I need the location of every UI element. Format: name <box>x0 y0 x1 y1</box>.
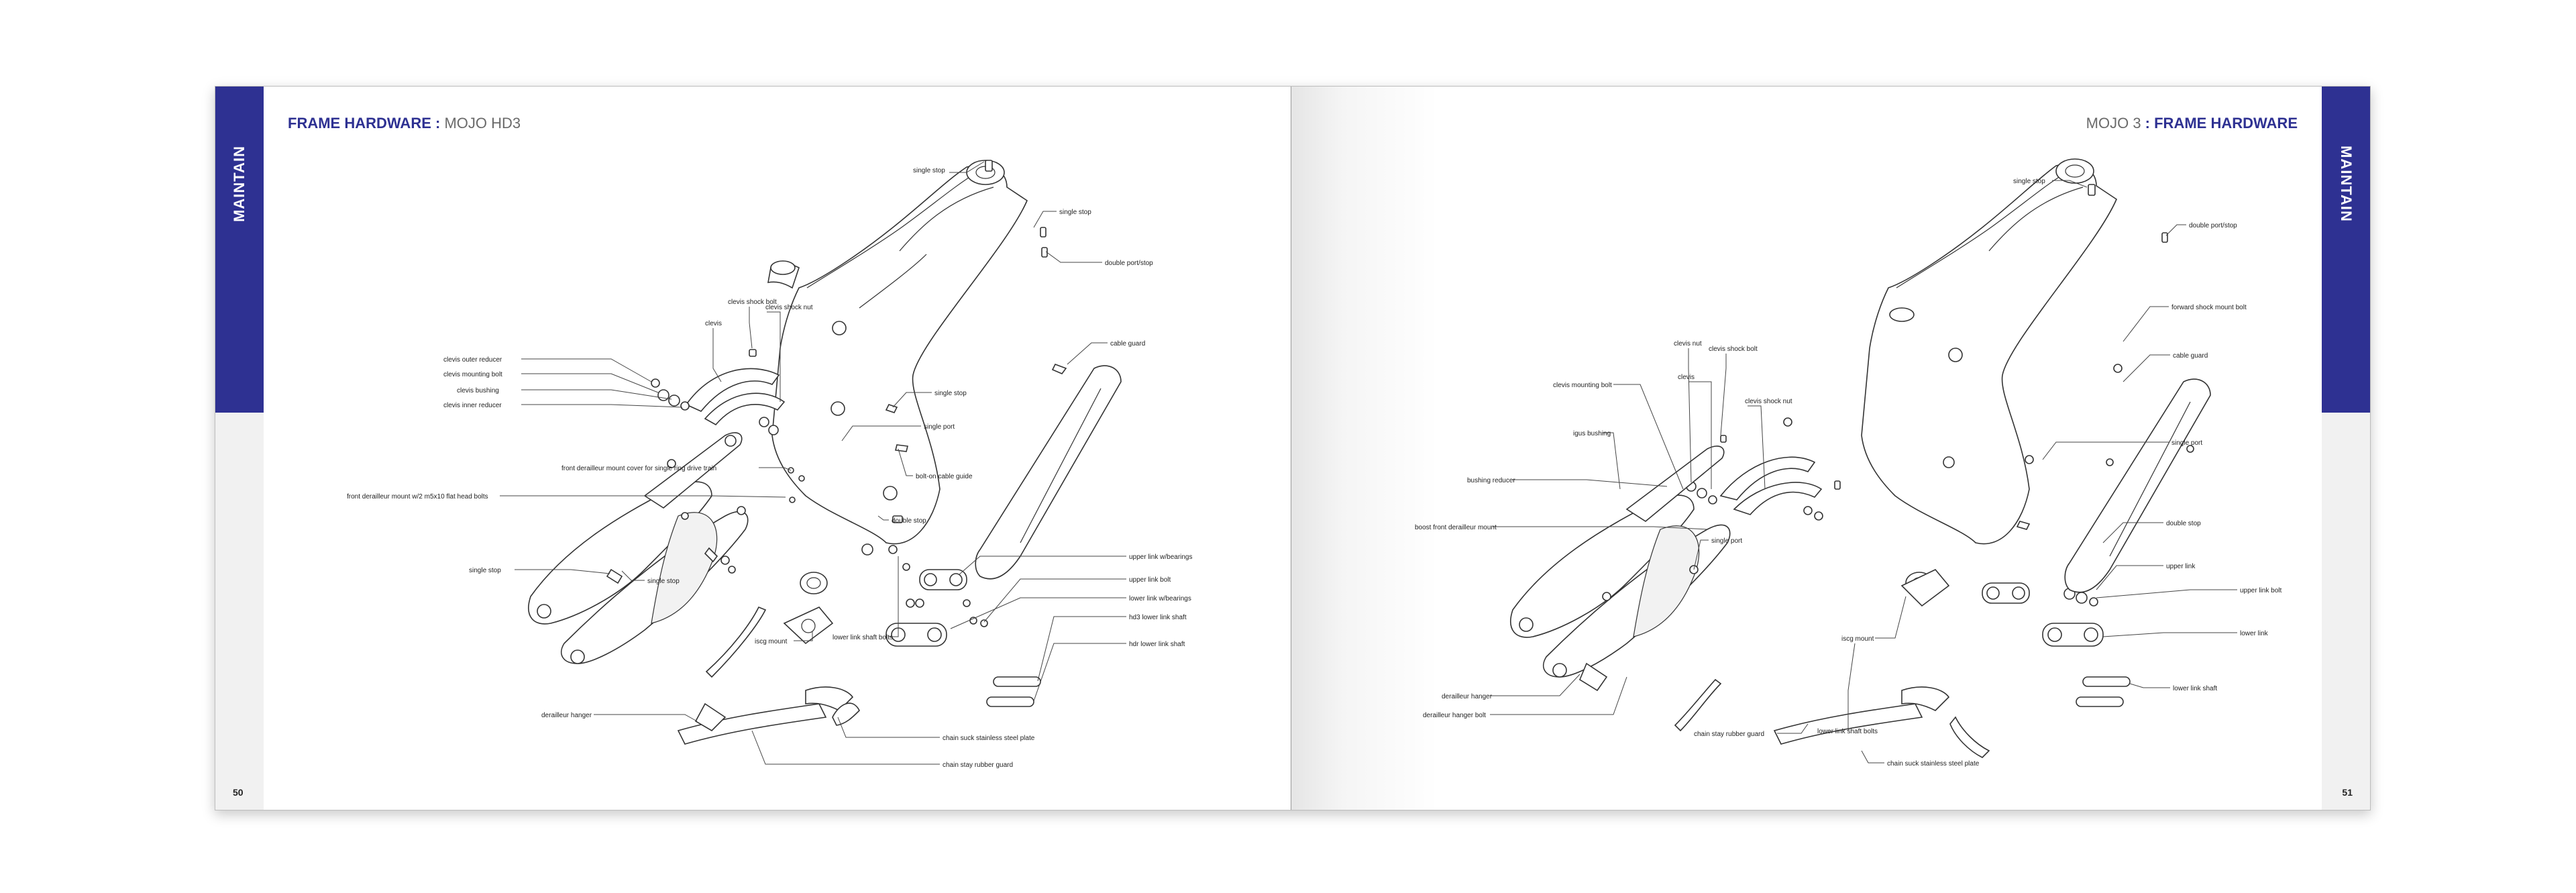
label-clevis-shock-bolt: clevis shock bolt <box>728 299 777 306</box>
label-double-stop: double stop <box>2166 520 2201 527</box>
left-clevis <box>651 349 805 503</box>
label-single-stop: single stop <box>913 167 945 174</box>
label-boost-front-derailleur-mount: boost front derailleur mount <box>1415 524 1497 531</box>
right-front-triangle <box>1861 158 2117 594</box>
right-rear-triangle <box>1510 445 1731 692</box>
label-bolt-on-cable-guide: bolt-on cable guide <box>916 473 973 480</box>
label-clevis-nut: clevis nut <box>1674 340 1702 348</box>
right-page-title: MOJO 3 : FRAME HARDWARE <box>2086 116 2298 131</box>
left-page-title: FRAME HARDWARE : MOJO HD3 <box>288 116 521 131</box>
right-title-light: MOJO 3 <box>2086 115 2141 132</box>
label-iscg-mount: iscg mount <box>755 638 788 645</box>
label-single-stop: single stop <box>934 390 967 397</box>
left-cable-guard <box>975 365 1122 580</box>
label-lower-link-shaft-bolts: lower link shaft bolts <box>833 634 893 641</box>
left-part-labels: single stop single stop double port/stop… <box>347 167 1193 769</box>
label-lower-link: lower link <box>2240 630 2269 637</box>
label-single-port: single port <box>2171 439 2202 447</box>
label-upper-link-bolt: upper link bolt <box>1129 576 1171 584</box>
label-clevis-bushing: clevis bushing <box>457 387 499 395</box>
right-title-strong: : FRAME HARDWARE <box>2141 115 2298 132</box>
label-clevis-shock-nut: clevis shock nut <box>765 304 813 311</box>
label-chain-suck-plate: chain suck stainless steel plate <box>1887 760 1980 768</box>
label-clevis: clevis <box>705 320 722 327</box>
label-upper-link-bolt: upper link bolt <box>2240 587 2282 594</box>
right-links <box>1900 569 2131 707</box>
right-part-labels: single stop double port/stop forward sho… <box>1415 178 2282 768</box>
left-chainstay-guard <box>677 606 860 745</box>
label-clevis-mounting-bolt: clevis mounting bolt <box>443 371 502 378</box>
label-bushing-reducer: bushing reducer <box>1467 477 1515 484</box>
label-single-stop: single stop <box>2013 178 2045 185</box>
label-double-stop: double stop <box>892 517 926 525</box>
left-page-number: 50 <box>233 787 244 798</box>
left-title-strong: FRAME HARDWARE : <box>288 115 441 132</box>
label-iscg-mount: iscg mount <box>1841 635 1874 643</box>
label-igus-bushing: igus bushing <box>1573 430 1611 437</box>
left-leader-lines <box>500 161 1126 765</box>
label-clevis-shock-bolt: clevis shock bolt <box>1709 346 1758 353</box>
label-double-port-stop: double port/stop <box>2189 222 2237 229</box>
label-hd3-lower-link-shaft: hd3 lower link shaft <box>1129 614 1187 621</box>
right-cable-guard <box>2064 378 2211 593</box>
label-clevis-inner-reducer: clevis inner reducer <box>443 402 502 409</box>
left-front-triangle <box>767 160 1028 594</box>
label-forward-shock-mount-bolt: forward shock mount bolt <box>2171 304 2247 311</box>
label-cable-guard: cable guard <box>1110 340 1145 348</box>
book-spread: MAINTAIN FRAME HARDWARE : MOJO HD3 <box>215 86 2371 810</box>
label-chain-stay-guard: chain stay rubber guard <box>943 761 1013 769</box>
label-single-stop: single stop <box>469 567 501 574</box>
right-small-parts <box>2016 184 2194 530</box>
label-hdr-lower-link-shaft: hdr lower link shaft <box>1129 641 1185 648</box>
label-lower-link-shaft: lower link shaft <box>2173 685 2217 692</box>
label-derailleur-hanger-bolt: derailleur hanger bolt <box>1423 712 1486 719</box>
label-front-derailleur-mount-cover: front derailleur mount cover for single … <box>561 465 716 472</box>
right-chainstay-guard <box>1674 678 1990 758</box>
left-tab-strip <box>215 413 264 810</box>
label-single-stop: single stop <box>1059 209 1091 216</box>
label-clevis-shock-nut: clevis shock nut <box>1745 398 1792 405</box>
right-page: MAINTAIN MOJO 3 : FRAME HARDWARE <box>1291 87 2370 810</box>
left-links <box>783 569 1041 707</box>
left-section-tab: MAINTAIN <box>215 87 264 413</box>
left-exploded-diagram: single stop single stop double port/stop… <box>347 160 1193 769</box>
right-exploded-diagram: single stop double port/stop forward sho… <box>1415 158 2282 768</box>
left-title-light: MOJO HD3 <box>440 115 521 132</box>
label-clevis-outer-reducer: clevis outer reducer <box>443 356 502 364</box>
label-chain-stay-guard: chain stay rubber guard <box>1694 731 1764 738</box>
label-double-port-stop: double port/stop <box>1105 260 1153 267</box>
left-page: MAINTAIN FRAME HARDWARE : MOJO HD3 <box>215 87 1291 810</box>
left-rear-triangle <box>528 432 749 664</box>
label-front-derailleur-mount: front derailleur mount w/2 m5x10 flat he… <box>347 493 488 501</box>
label-single-stop: single stop <box>647 578 680 585</box>
label-single-port: single port <box>924 423 955 431</box>
label-lower-link-shaft-bolts: lower link shaft bolts <box>1817 728 1878 735</box>
label-upper-link: upper link <box>2166 563 2196 570</box>
right-tab-strip <box>2322 413 2370 810</box>
label-clevis: clevis <box>1678 374 1695 381</box>
label-cable-guard: cable guard <box>2173 352 2208 360</box>
label-single-port: single port <box>1711 537 1742 545</box>
label-upper-link-bearings: upper link w/bearings <box>1129 554 1193 561</box>
right-leader-lines <box>1490 180 2237 764</box>
left-small-parts <box>681 160 1067 732</box>
label-chain-suck-plate: chain suck stainless steel plate <box>943 735 1035 742</box>
label-lower-link-bearings: lower link w/bearings <box>1129 595 1191 602</box>
right-tab-label: MAINTAIN <box>2338 146 2355 222</box>
label-derailleur-hanger: derailleur hanger <box>541 712 592 719</box>
right-section-tab: MAINTAIN <box>2322 87 2370 413</box>
right-page-number: 51 <box>2342 787 2353 798</box>
label-clevis-mounting-bolt: clevis mounting bolt <box>1553 382 1612 389</box>
label-derailleur-hanger: derailleur hanger <box>1442 693 1493 700</box>
